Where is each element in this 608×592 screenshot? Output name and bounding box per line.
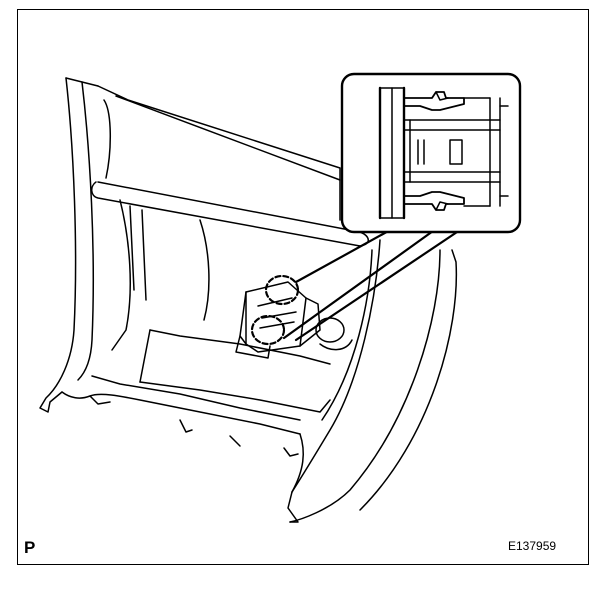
- figure-frame: [17, 9, 589, 565]
- figure-id: E137959: [508, 539, 557, 553]
- connector-detail-callout: [340, 72, 522, 234]
- connector-location: [235, 274, 353, 359]
- corner-label: P: [24, 538, 36, 557]
